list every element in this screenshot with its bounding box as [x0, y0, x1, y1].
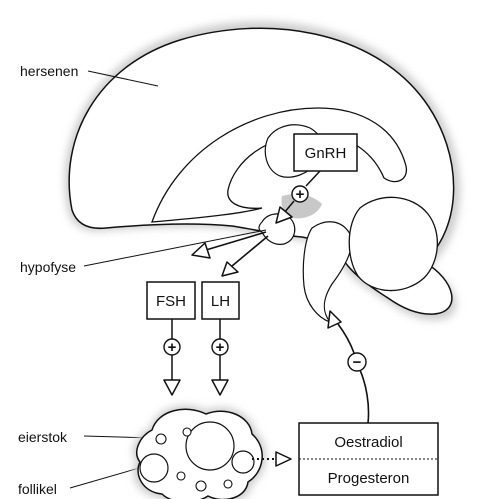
- feedback-curve-upper: [338, 324, 354, 353]
- label-follikel: follikel: [18, 481, 57, 497]
- brainstem: [303, 222, 351, 322]
- label-hersenen: hersenen: [20, 63, 78, 79]
- progesteron-label: Progesteron: [328, 470, 410, 487]
- follicle-small-2: [183, 428, 191, 436]
- feedback-curve-lower: [360, 370, 369, 423]
- gnrh-label: GnRH: [305, 145, 347, 162]
- lh-plus-sign: +: [216, 339, 225, 356]
- arrow-to-fsh-shaft: [206, 232, 266, 250]
- ovary-to-hormones-arrow-head: [276, 452, 291, 466]
- follicle-right: [232, 451, 254, 473]
- label-hypofyse: hypofyse: [20, 259, 76, 275]
- gnrh-plus-sign: +: [296, 186, 305, 203]
- label-eierstok: eierstok: [18, 429, 68, 445]
- arrow-to-lh-head: [222, 262, 238, 276]
- follicle-left: [140, 454, 168, 482]
- follicle-large: [186, 422, 234, 470]
- follicle-small-3: [177, 472, 185, 480]
- ovary-illustration: [133, 405, 266, 499]
- fsh-down-arrow-head: [164, 380, 180, 395]
- oestradiol-label: Oestradiol: [334, 434, 402, 451]
- follicle-small-5: [224, 480, 232, 488]
- fsh-label: FSH: [156, 293, 186, 310]
- follicle-small-4: [196, 481, 206, 491]
- fsh-plus-sign: +: [168, 339, 177, 356]
- brain-illustration: [65, 21, 461, 322]
- feedback-minus-sign: −: [353, 354, 362, 371]
- arrow-to-fsh-head: [192, 243, 210, 258]
- lh-label: LH: [211, 293, 230, 310]
- cerebellum: [349, 197, 437, 290]
- lh-down-arrow-head: [212, 380, 228, 395]
- follicle-small-1: [156, 434, 166, 444]
